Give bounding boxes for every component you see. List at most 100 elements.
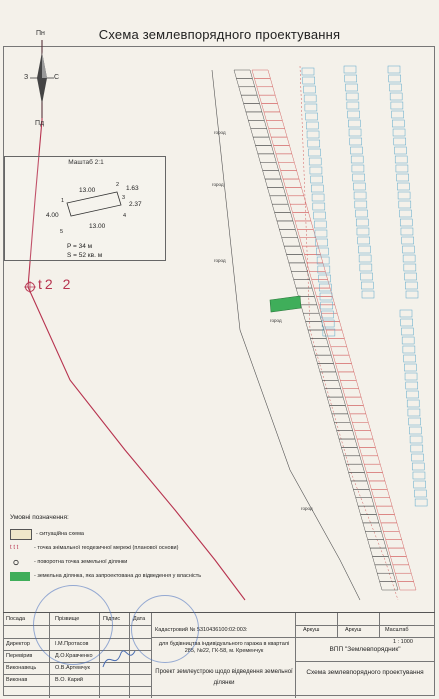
- plot-purpose: для будівництва індивідуального гаража в…: [158, 641, 290, 654]
- garage-cell: [276, 220, 296, 230]
- neighbor-plot-cell: [398, 200, 412, 209]
- neighbor-plot-cell: [350, 155, 364, 164]
- garage-cell: [372, 556, 392, 566]
- compass-west: З: [24, 74, 29, 81]
- garage-cell: [322, 380, 342, 389]
- garage-cell: [361, 455, 381, 465]
- garage-cell: [323, 321, 343, 331]
- neighbor-plot-cell: [344, 74, 357, 83]
- header-position: Посада: [6, 616, 26, 622]
- garage-cell: [314, 354, 334, 364]
- neighbor-plot-cell: [387, 65, 401, 74]
- neighbor-plot-cell: [399, 309, 413, 318]
- cadastral-number: Кадастровий № 5310436100:02:003:: [155, 627, 248, 633]
- neighbor-plot-cell: [410, 444, 424, 453]
- neighbor-plot-cell: [306, 130, 320, 139]
- drawing-frame: [3, 46, 435, 696]
- neighbor-plot-cell: [402, 245, 415, 254]
- legend-item: t t t - точка знімальної геодезичної мер…: [10, 544, 179, 552]
- plot-allocation-icon: [10, 571, 30, 581]
- neighbor-plot-cell: [401, 236, 414, 245]
- compass-north: Пн: [36, 30, 45, 37]
- neighbor-plot-cell: [318, 274, 331, 283]
- garage-cell: [251, 69, 271, 79]
- neighbor-plot-cell: [403, 354, 416, 363]
- garage-cell: [268, 128, 288, 138]
- garage-cell: [326, 396, 346, 406]
- row-position: Перевірив: [6, 653, 33, 659]
- neighbor-plot-cell: [353, 182, 366, 191]
- neighbor-plot-cell: [352, 173, 365, 182]
- garage-cell: [295, 287, 315, 297]
- neighbor-plot-cell: [303, 85, 316, 94]
- garage-cell: [261, 103, 281, 113]
- garage-cell: [340, 380, 360, 389]
- neighbor-plot-cell: [394, 155, 408, 164]
- garage-cell: [330, 346, 350, 356]
- geodetic-point-icon: t t t: [10, 544, 19, 551]
- street-label: город: [301, 506, 313, 511]
- garage-cell: [290, 271, 310, 280]
- garage-cell: [366, 472, 386, 482]
- neighbor-plot-cell: [308, 148, 321, 157]
- garage-cell: [343, 455, 363, 465]
- organization-name: ВПП "Землевпорядник": [329, 646, 401, 653]
- dim-right: 2.37: [129, 201, 142, 208]
- neighbor-plot-cell: [306, 121, 319, 130]
- neighbor-plot-cell: [395, 164, 409, 173]
- garage-cell: [259, 162, 279, 171]
- neighbor-plot-cell: [393, 137, 407, 146]
- point-3: 3: [122, 195, 126, 201]
- compass-rose: [30, 40, 54, 118]
- garage-cell: [342, 388, 362, 398]
- legend: Умовні позначення: - ситуаційна схема t …: [10, 514, 250, 583]
- garage-row: [233, 69, 417, 591]
- garage-cell: [344, 396, 364, 406]
- neighbor-plot-cell: [303, 94, 317, 103]
- garage-cell: [351, 422, 371, 431]
- neighbor-plot-cell: [408, 417, 421, 426]
- garage-cell: [373, 497, 393, 507]
- garage-cell: [363, 463, 383, 473]
- neighbor-plot-cell: [348, 119, 361, 128]
- neighbor-plot-cell: [312, 202, 326, 211]
- garage-cell: [397, 581, 417, 591]
- sheet-label: Аркуш: [303, 627, 320, 633]
- garage-cell: [350, 480, 370, 490]
- neighbor-plot-cell: [357, 236, 370, 245]
- garage-cell: [240, 94, 260, 104]
- dim-left: 4.00: [46, 212, 59, 219]
- garage-cell: [369, 547, 389, 557]
- garage-cell: [297, 229, 317, 238]
- point-2: 2: [116, 182, 120, 188]
- point-1: 1: [61, 198, 65, 204]
- garage-cell: [283, 245, 303, 255]
- garage-cell: [281, 237, 301, 247]
- garage-cell: [353, 489, 373, 498]
- neighbor-plot-cell: [320, 301, 333, 310]
- garage-cell: [313, 287, 333, 297]
- neighbor-plot-cell: [321, 310, 334, 319]
- garage-cell: [294, 220, 314, 230]
- official-stamp: [131, 595, 199, 663]
- garage-cell: [280, 170, 300, 180]
- garage-cell: [233, 69, 253, 79]
- garage-cell: [359, 447, 379, 457]
- official-stamp: [33, 585, 113, 665]
- neighbor-plot-cell: [316, 247, 329, 256]
- neighbor-plot-cell: [403, 263, 417, 272]
- garage-cell: [238, 86, 258, 96]
- document-title: Схема землевпорядного проектування: [98, 27, 341, 42]
- neighbor-plot-cell: [405, 381, 419, 390]
- garage-cell: [270, 136, 290, 146]
- neighbor-plot-cell: [359, 263, 373, 272]
- neighbor-plot-cell: [350, 146, 363, 155]
- neighbor-plot-cell: [361, 281, 374, 290]
- garage-cell: [317, 363, 337, 373]
- neighbor-plots: [301, 65, 428, 507]
- garage-cell: [392, 564, 412, 574]
- neighbor-plot-cell: [358, 245, 371, 254]
- route-line: [27, 40, 246, 601]
- neighbor-plot-cell: [407, 408, 421, 417]
